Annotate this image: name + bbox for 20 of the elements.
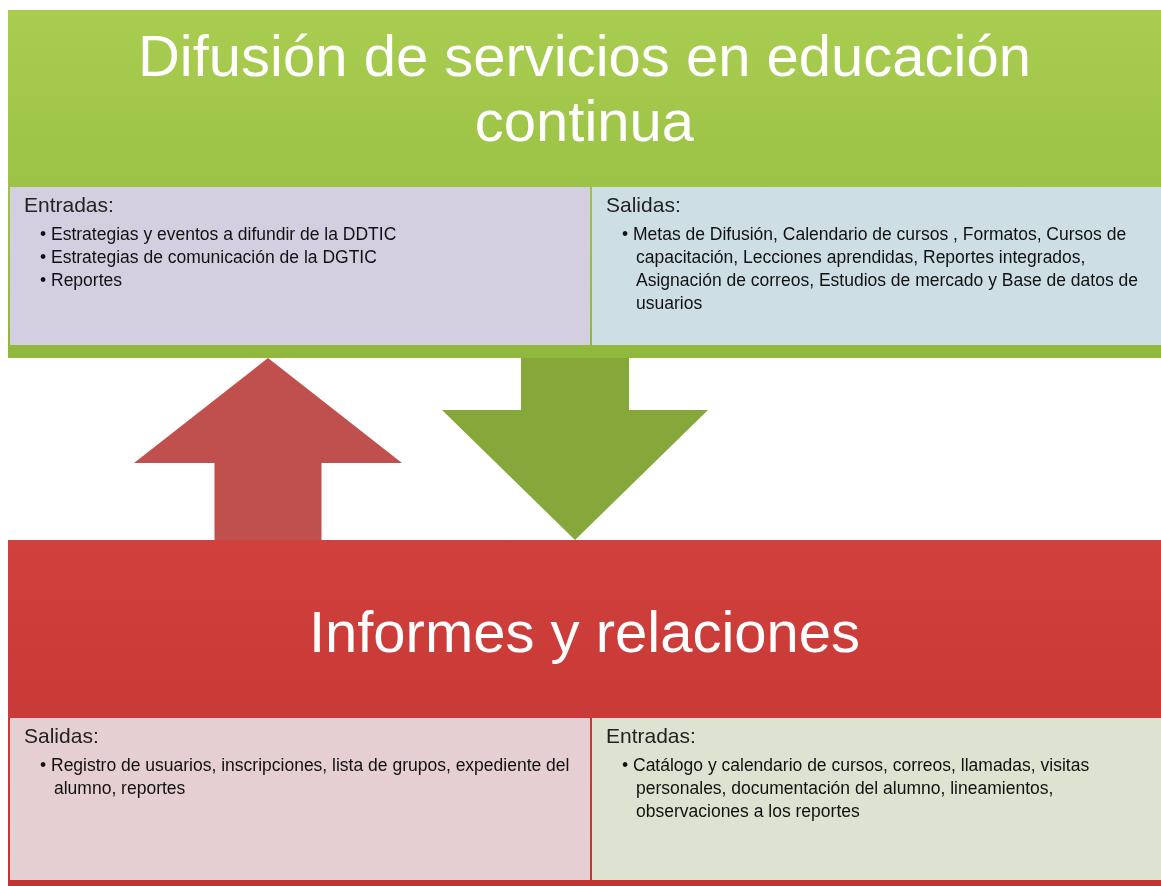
info-panel bbox=[592, 718, 1161, 880]
process-band bbox=[8, 10, 1161, 358]
bullet-item: • Estrategias y eventos a difundir de la DDTIC bbox=[40, 223, 398, 246]
info-panel bbox=[10, 187, 590, 345]
block-arrow bbox=[442, 358, 708, 540]
block-arrow bbox=[134, 358, 402, 540]
bullet-item: • Catálogo y calendario de cursos, correos, llamadas, visitas personales, documentación del alumno, lineamientos, observaciones a los reportes bbox=[622, 754, 1091, 824]
bullet-item: • Estrategias de comunicación de la DGTIC bbox=[40, 246, 378, 270]
bullet-item: • Reportes bbox=[40, 269, 123, 293]
band-title: Informes y relaciones bbox=[307, 600, 862, 665]
info-panel bbox=[592, 187, 1161, 345]
panel-heading: Salidas: bbox=[24, 724, 100, 748]
process-band bbox=[8, 540, 1161, 886]
bullet-item: • Registro de usuarios, inscripciones, lista de grupos, expediente del alumno, reportes bbox=[40, 754, 571, 801]
band-title: Difusión de servicios en educación continua bbox=[136, 24, 1033, 154]
info-panel bbox=[10, 718, 590, 880]
panel-heading: Entradas: bbox=[606, 724, 697, 748]
panel-heading: Entradas: bbox=[24, 193, 115, 217]
panel-heading: Salidas: bbox=[606, 193, 682, 217]
bullet-item: • Metas de Difusión, Calendario de cursos , Formatos, Cursos de capacitación, Lecciones aprendidas, Reportes integrados, Asignación de correos, Estudios de mercado y Base de datos de usuarios bbox=[622, 223, 1139, 316]
